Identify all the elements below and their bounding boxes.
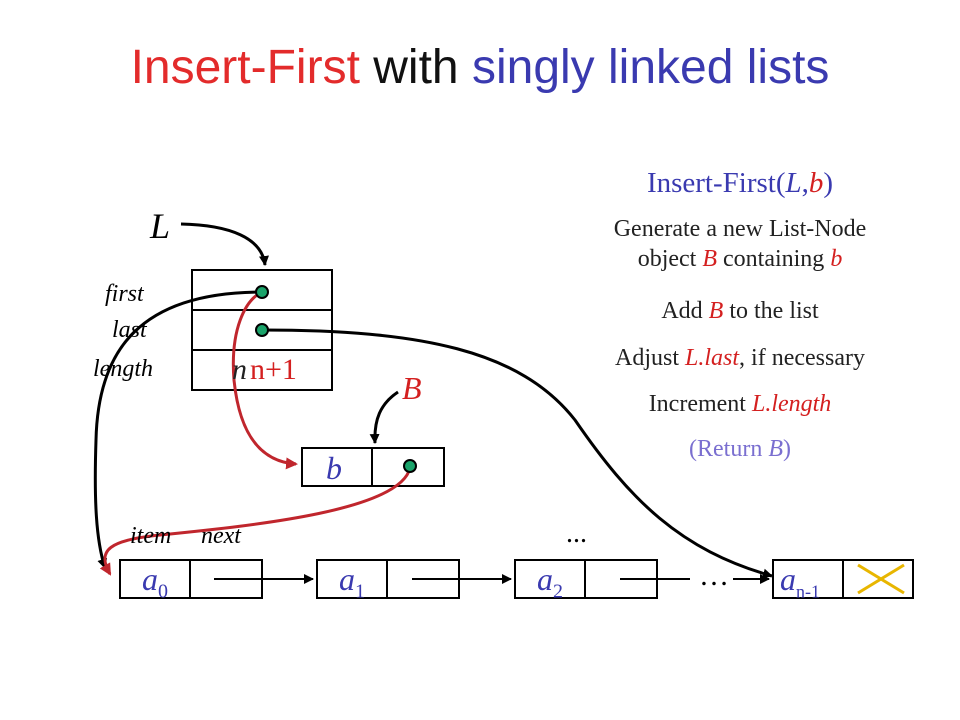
slide-title: Insert-First with singly linked lists [0, 38, 960, 98]
node-a1-label: a1 [339, 561, 365, 603]
b-next-arrow [99, 467, 412, 576]
node-b-item: b [326, 450, 342, 486]
label-next: next [201, 523, 241, 549]
first-dot-icon [255, 285, 269, 299]
b-next-dot-icon [403, 459, 417, 473]
procedure-step5: (Return B) [689, 436, 791, 462]
b-pointer-arrow [369, 390, 399, 444]
node-an-1-label: an-1 [780, 561, 820, 602]
length-new-value: n+1 [250, 353, 297, 386]
procedure-header: Insert-First(L,b) [646, 167, 834, 199]
list-node-an-1 [772, 559, 914, 599]
last-dot-icon [255, 323, 269, 337]
procedure-step1: Generate a new List-Node object B contai… [613, 216, 867, 272]
l-pointer-arrow [180, 222, 269, 266]
procedure-step4: Increment L.length [648, 391, 832, 417]
node-a0-label: a0 [142, 561, 168, 603]
label-first: first [105, 281, 144, 307]
label-last: last [112, 317, 147, 343]
label-length: length [93, 356, 153, 382]
label-L: L [150, 206, 171, 246]
last-pointer-arrow [261, 328, 773, 579]
label-B: B [402, 370, 422, 406]
title-part1: Insert-First [130, 41, 360, 94]
length-old-value: n [232, 353, 247, 386]
null-cross-icon [857, 563, 905, 595]
label-dots-top: ... [566, 518, 587, 549]
new-node-b [301, 447, 445, 487]
procedure-step3: Adjust L.last, if necessary [615, 345, 865, 371]
label-dots-mid: … [699, 559, 729, 592]
new-first-arrow [231, 290, 298, 470]
title-part2: with [359, 41, 472, 94]
node-a2-label: a2 [537, 561, 563, 603]
label-item: item [130, 523, 172, 549]
title-part3: singly linked lists [471, 41, 830, 94]
old-first-arrow [93, 290, 263, 569]
procedure-step2: Add B to the list [661, 298, 819, 324]
